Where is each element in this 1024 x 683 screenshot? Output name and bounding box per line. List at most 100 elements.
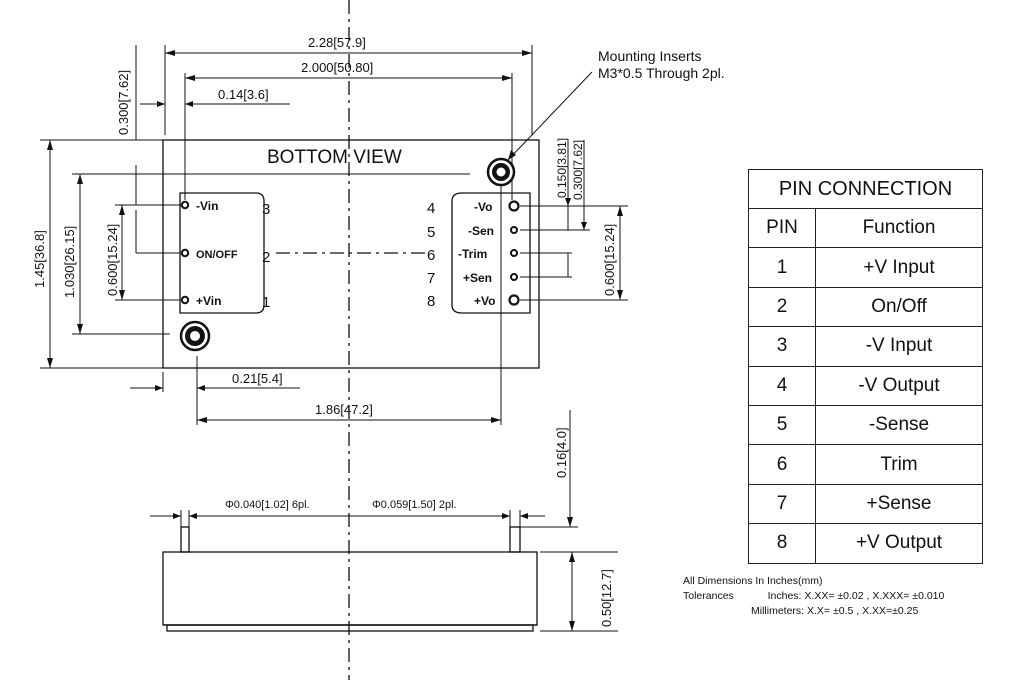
pin-function-cell: On/Off xyxy=(815,286,983,328)
dim-body-height-text: 0.50[12.7] xyxy=(599,569,614,627)
right-pin-8: +Vo 8 xyxy=(427,293,520,310)
table-row: 3 -V Input xyxy=(748,326,983,367)
left-pin-label: -Vin xyxy=(196,199,218,213)
right-pin-pad xyxy=(451,192,531,314)
tolerance-millimeters: Millimeters: X.X= ±0.5 , X.XX=±0.25 xyxy=(751,605,919,617)
right-pin-4: -Vo 4 xyxy=(427,200,520,217)
right-pin-number: 5 xyxy=(427,224,435,241)
dim-overall-height: 1.45[36.8] xyxy=(32,139,163,369)
dim-pin-diameters: Φ0.040[1.02] 6pl. Φ0.059[1.50] 2pl. xyxy=(150,499,545,527)
dim-top-offset-text: 0.300[7.62] xyxy=(116,70,131,135)
dim-body-height: 0.50[12.7] xyxy=(540,551,618,632)
pin-connection-table: PIN CONNECTION PIN Function 1 +V Input 2… xyxy=(748,169,983,564)
left-pin-2: ON/OFF 2 xyxy=(180,248,270,266)
dim-insert-vertical: 1.030[26.15] xyxy=(62,173,470,335)
left-pin-number: 2 xyxy=(262,249,270,266)
mounting-leader: Mounting Inserts M3*0.5 Through 2pl. xyxy=(507,48,725,161)
table-row: 4 -V Output xyxy=(748,365,983,406)
dim-insert-span: 1.86[47.2] xyxy=(197,186,502,425)
dim-pin-length-text: 0.16[4.0] xyxy=(554,427,569,478)
pin-function-cell: -Sense xyxy=(815,404,983,446)
pin-table-title: PIN CONNECTION xyxy=(748,169,983,209)
dim-left-offset: 0.14[3.6] xyxy=(140,87,290,107)
left-pin-number: 3 xyxy=(262,201,270,218)
pin-table-header-pin: PIN xyxy=(748,207,816,249)
dim-right-pin-span-text: 0.600[15.24] xyxy=(602,224,617,296)
tolerance-inches: Inches: X.XX= ±0.02 , X.XXX= ±0.010 xyxy=(767,590,945,602)
pin-number-cell: 8 xyxy=(748,523,816,564)
mounting-note-line1: Mounting Inserts xyxy=(598,48,702,64)
tolerance-notes: All Dimensions In Inches(mm) Tolerances … xyxy=(683,574,944,619)
right-pin-label: -Trim xyxy=(458,247,487,261)
table-row: 2 On/Off xyxy=(748,286,983,328)
module-body-bottom-view xyxy=(162,139,540,369)
pin-function-cell: -V Input xyxy=(815,326,983,367)
dim-top-offset: 0.300[7.62] xyxy=(116,45,185,206)
left-pin-1: -Vin 3 xyxy=(180,199,270,218)
dim-insert-span-text: 1.86[47.2] xyxy=(315,402,373,417)
bottom-view-title: BOTTOM VIEW xyxy=(267,147,402,168)
table-row: 1 +V Input xyxy=(748,247,983,288)
pin-number-cell: 6 xyxy=(748,444,816,485)
pin-table-header-function: Function xyxy=(815,207,983,249)
left-pin-3: +Vin 1 xyxy=(180,294,270,311)
pin-number-cell: 1 xyxy=(748,247,816,288)
dim-left-offset-text: 0.14[3.6] xyxy=(218,87,269,102)
pin-function-cell: +V Output xyxy=(815,523,983,564)
table-row: 5 -Sense xyxy=(748,404,983,446)
left-pin-label: +Vin xyxy=(196,294,221,308)
tolerances-label: Tolerances xyxy=(683,590,734,602)
right-pin-label: +Sen xyxy=(463,271,492,285)
pin-function-cell: Trim xyxy=(815,444,983,485)
right-pin-number: 7 xyxy=(427,270,435,287)
dim-overall-width: 2.28[57.9] xyxy=(164,35,533,135)
pin-number-cell: 7 xyxy=(748,483,816,525)
mounting-insert-top-right xyxy=(486,157,516,187)
dim-insert-offset: 0.21[5.4] xyxy=(130,356,300,425)
mounting-insert-bottom-left xyxy=(179,320,211,352)
side-pin-right xyxy=(509,526,521,553)
dim-right-pitch: 0.150[3.81] 0.300[7.62] xyxy=(520,138,590,231)
dim-pin-span-text: 2.000[50.80] xyxy=(301,60,373,75)
dim-insert-vertical-text: 1.030[26.15] xyxy=(62,226,77,298)
right-pin-label: +Vo xyxy=(474,294,495,308)
right-pin-5: -Sen 5 xyxy=(427,224,518,241)
side-view xyxy=(162,526,538,632)
right-pin-number: 8 xyxy=(427,293,435,310)
pin-number-cell: 3 xyxy=(748,326,816,367)
notes-line-2: Tolerances Inches: X.XX= ±0.02 , X.XXX= … xyxy=(683,589,944,604)
dim-pin-dia-large-text: Φ0.059[1.50] 2pl. xyxy=(372,499,457,511)
right-pin-label: -Vo xyxy=(474,200,492,214)
right-pin-number: 6 xyxy=(427,247,435,264)
dim-overall-height-text: 1.45[36.8] xyxy=(32,230,47,288)
side-pin-left xyxy=(180,526,190,553)
table-row: 6 Trim xyxy=(748,444,983,485)
pin-function-cell: +Sense xyxy=(815,483,983,525)
mounting-note-line2: M3*0.5 Through 2pl. xyxy=(598,65,725,81)
right-pin-6: -Trim 6 xyxy=(427,247,518,264)
pin-function-cell: -V Output xyxy=(815,365,983,406)
right-pin-number: 4 xyxy=(427,200,435,217)
dim-left-pin-span: 0.600[15.24] xyxy=(105,204,180,301)
left-pin-label: ON/OFF xyxy=(196,249,238,261)
right-pin-7: +Sen 7 xyxy=(427,270,518,287)
right-pin-label: -Sen xyxy=(468,224,494,238)
notes-line-3: Millimeters: X.X= ±0.5 , X.XX=±0.25 xyxy=(683,604,944,619)
notes-line-1: All Dimensions In Inches(mm) xyxy=(683,575,823,587)
dim-left-pin-span-text: 0.600[15.24] xyxy=(105,224,120,296)
dim-right-pitch-2-text: 0.300[7.62] xyxy=(571,140,585,200)
pin-number-cell: 2 xyxy=(748,286,816,328)
table-row: 7 +Sense xyxy=(748,483,983,525)
dim-insert-offset-text: 0.21[5.4] xyxy=(232,371,283,386)
table-row: 8 +V Output xyxy=(748,523,983,564)
pin-number-cell: 4 xyxy=(748,365,816,406)
left-pin-number: 1 xyxy=(262,294,270,311)
dim-pin-length: 0.16[4.0] xyxy=(520,410,578,528)
pin-number-cell: 5 xyxy=(748,404,816,446)
dim-right-pitch-1-text: 0.150[3.81] xyxy=(555,138,569,198)
left-pin-pad xyxy=(179,192,265,314)
dim-right-pin-span: 0.600[15.24] xyxy=(520,205,628,301)
dim-pin-dia-small-text: Φ0.040[1.02] 6pl. xyxy=(225,499,310,511)
dim-overall-width-text: 2.28[57.9] xyxy=(308,35,366,50)
